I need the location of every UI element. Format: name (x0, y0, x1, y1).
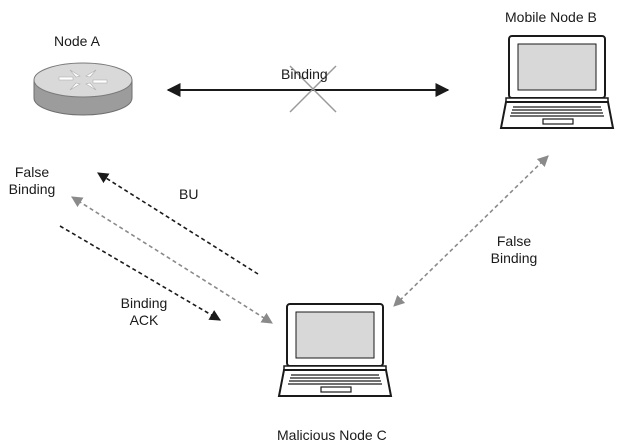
binding-ack-label: Binding ACK (110, 295, 178, 329)
false-binding-right-arrow (393, 155, 549, 307)
false-binding-left-line1: False (14, 164, 50, 180)
cross-mark (289, 65, 337, 113)
false-binding-right-line1: False (496, 233, 532, 249)
binding-ack-arrow (59, 225, 221, 321)
router-icon (33, 62, 133, 116)
bu-label: BU (179, 186, 199, 202)
binding-ack-line2: ACK (129, 312, 159, 328)
laptop-icon (500, 35, 614, 129)
false-binding-right-line2: Binding (490, 250, 538, 266)
binding-label: Binding (281, 66, 328, 82)
mobile-node-b-label: Mobile Node B (505, 9, 597, 25)
false-binding-left-label: False Binding (2, 164, 62, 198)
false-binding-left-arrow (71, 196, 273, 324)
malicious-node-c-label: Malicious Node C (277, 427, 387, 443)
false-binding-right-label: False Binding (484, 233, 544, 267)
binding-ack-line1: Binding (120, 295, 168, 311)
laptop-icon (278, 303, 392, 397)
node-a-label: Node A (54, 33, 100, 49)
false-binding-left-line2: Binding (8, 181, 56, 197)
bu-arrow (97, 172, 259, 275)
